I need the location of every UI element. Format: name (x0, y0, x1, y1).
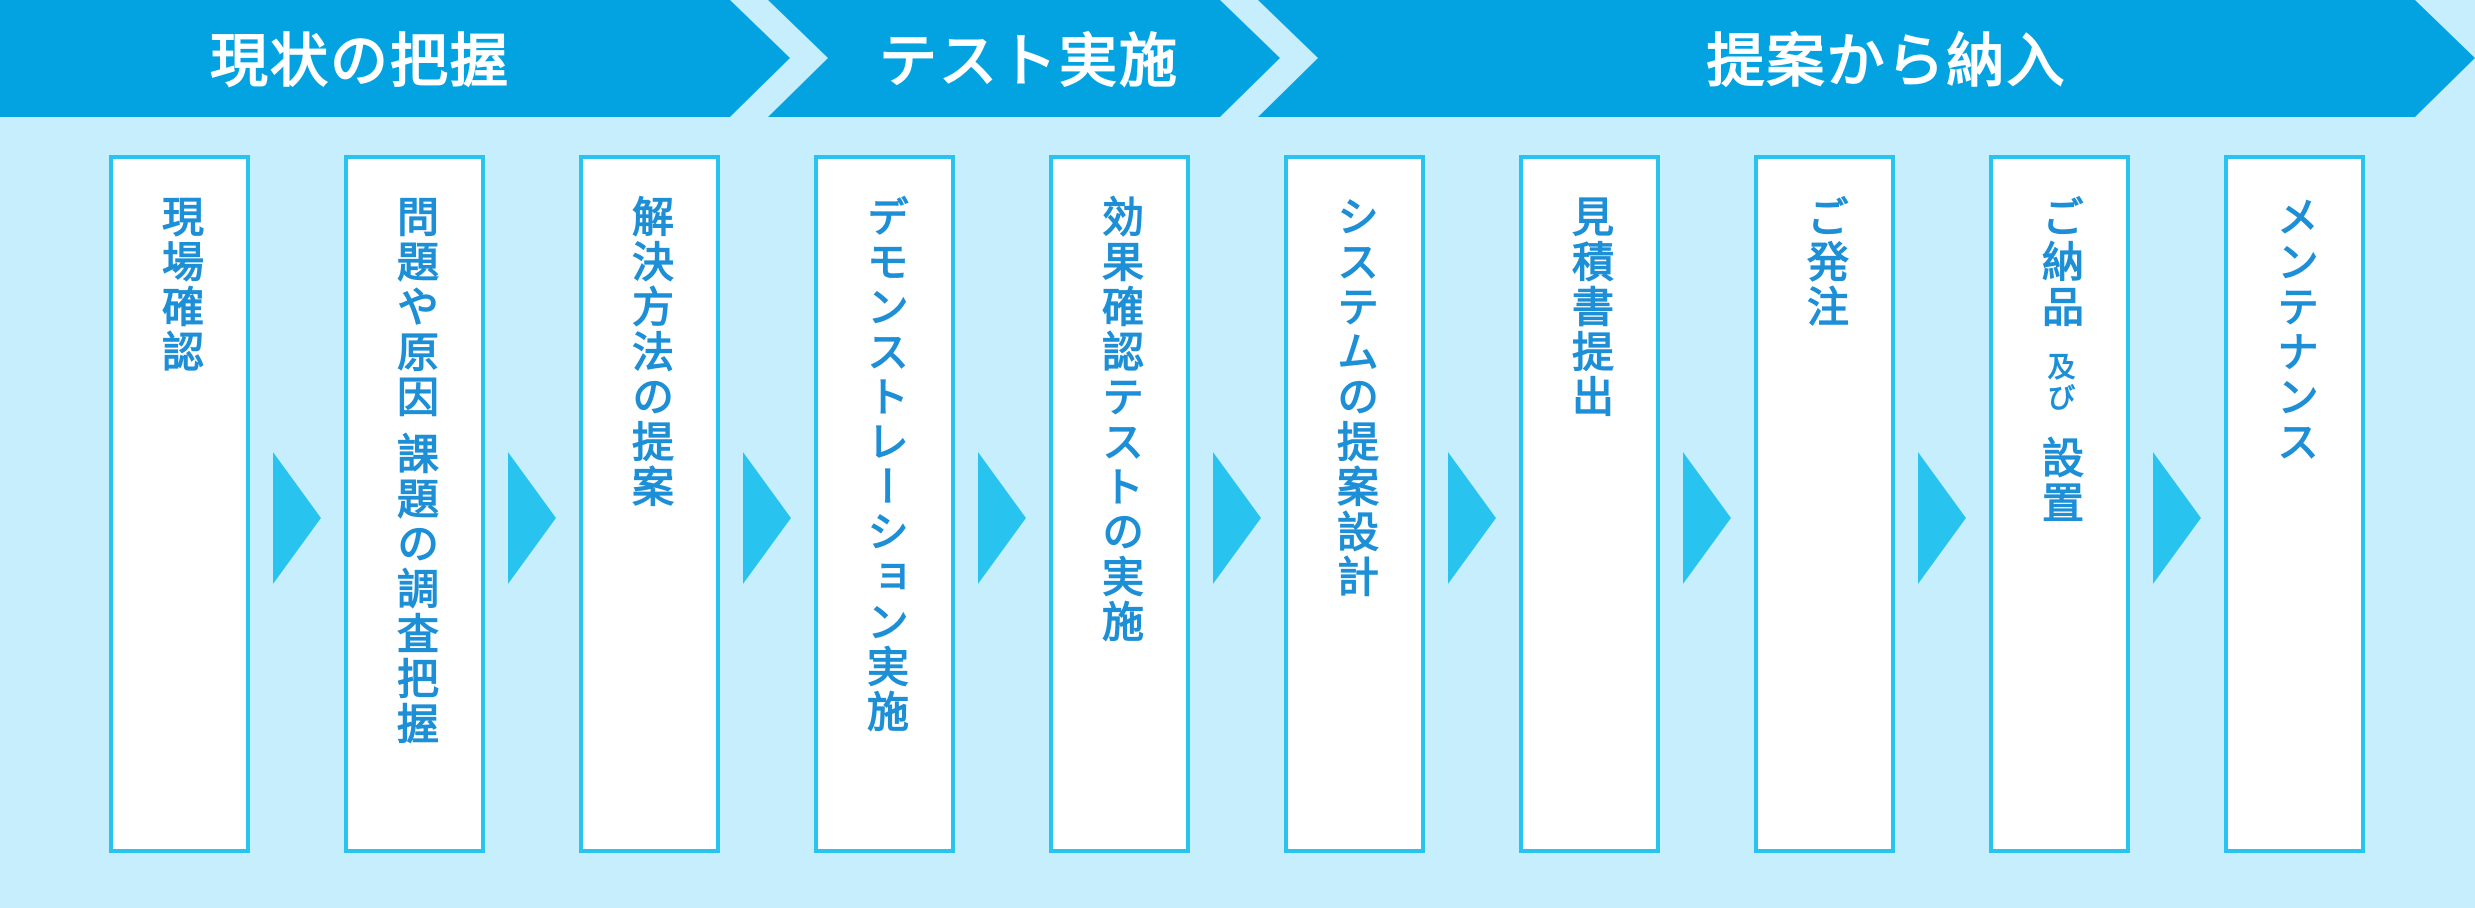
phase-label: 現状の把握 (209, 26, 510, 95)
step-label: 課題の調査把握 (390, 432, 440, 747)
step-arrow-icon (978, 452, 1026, 584)
step-label: 現場確認 (155, 195, 205, 375)
step-card: 現場確認 (109, 155, 250, 853)
step-card: 効果確認テストの実施 (1049, 155, 1190, 853)
step-label: 及び (2043, 352, 2077, 414)
step-arrow-icon (273, 452, 321, 584)
step-arrow-icon (1213, 452, 1261, 584)
step-arrow-icon (1918, 452, 1966, 584)
step-card: メンテナンス (2224, 155, 2365, 853)
step-label: 見積書提出 (1565, 195, 1615, 420)
step-label: 効果確認テストの実施 (1095, 195, 1145, 645)
step-label: 問題や原因 (390, 195, 440, 420)
step-card: 問題や原因 課題の調査把握 (344, 155, 485, 853)
phase-band-test: テスト実施 (768, 0, 1280, 117)
step-label: デモンストレーション実施 (860, 195, 910, 735)
step-arrow-icon (1683, 452, 1731, 584)
step-card: ご発注 (1754, 155, 1895, 853)
step-card: ご納品 及び 設置 (1989, 155, 2130, 853)
step-card: システムの提案設計 (1284, 155, 1425, 853)
step-card: デモンストレーション実施 (814, 155, 955, 853)
step-arrow-icon (1448, 452, 1496, 584)
step-arrow-icon (743, 452, 791, 584)
phase-label: テスト実施 (878, 26, 1179, 95)
phase-band-proposal-delivery: 提案から納入 (1258, 0, 2475, 117)
step-arrow-icon (2153, 452, 2201, 584)
phase-label: 提案から納入 (1706, 26, 2067, 95)
step-card: 見積書提出 (1519, 155, 1660, 853)
step-label: ご納品 (2035, 195, 2085, 330)
step-arrow-icon (508, 452, 556, 584)
step-label: 解決方法の提案 (625, 195, 675, 510)
step-label: メンテナンス (2270, 195, 2320, 465)
step-label: 設置 (2035, 436, 2085, 526)
step-label: システムの提案設計 (1330, 195, 1380, 600)
step-label: ご発注 (1800, 195, 1850, 330)
step-card: 解決方法の提案 (579, 155, 720, 853)
phase-band-current-status: 現状の把握 (0, 0, 790, 117)
